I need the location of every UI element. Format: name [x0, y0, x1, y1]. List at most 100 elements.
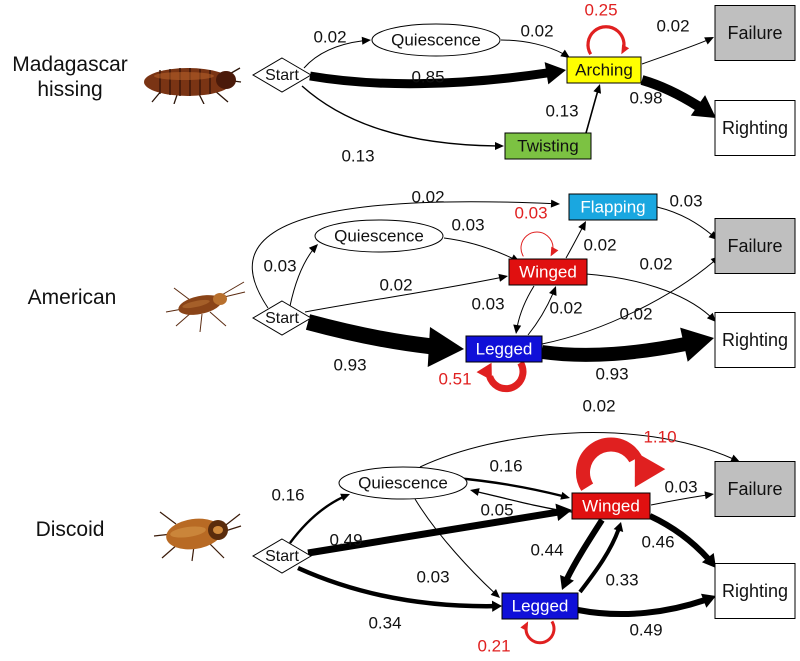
- edge-arrowhead: [550, 246, 559, 257]
- edge-path: [289, 492, 351, 544]
- edge-path: [650, 493, 715, 506]
- node-label: Twisting: [517, 136, 578, 155]
- node-label: Start: [265, 548, 299, 565]
- edge-winged-to-winged: 1.10: [576, 427, 677, 491]
- edge-arrowhead: [700, 593, 716, 608]
- edge-arrowhead: [308, 244, 318, 254]
- edge-arrowhead: [550, 199, 560, 208]
- node-winged: Winged: [508, 258, 588, 286]
- self-loop-path: [524, 620, 556, 645]
- edge-winged-to-legged: 0.03: [471, 285, 535, 335]
- self-loop-path: [586, 25, 626, 56]
- transition-probability-label: 0.85: [411, 67, 444, 86]
- edge-start-to-quiescence: 0.16: [271, 485, 351, 544]
- edge-start-to-twisting: 0.13: [301, 85, 505, 165]
- transition-probability-label: 0.02: [582, 396, 615, 415]
- edge-arrowhead: [560, 49, 570, 58]
- node-label: Start: [265, 310, 299, 327]
- edge-path: [303, 39, 372, 69]
- node-shape: [714, 218, 796, 274]
- edge-path: [578, 521, 623, 594]
- edge-start-to-legged: 0.34: [297, 565, 503, 632]
- node-label: Righting: [722, 581, 788, 601]
- transition-probability-label: 0.02: [549, 298, 582, 317]
- edge-arrowhead: [560, 491, 570, 500]
- node-righting: Righting: [714, 563, 796, 619]
- edge-path: [640, 75, 719, 123]
- transition-probability-label: 0.21: [477, 636, 510, 655]
- edge-arrowhead: [680, 327, 714, 362]
- node-shape: [504, 132, 592, 160]
- transition-probability-label: 0.02: [619, 304, 652, 323]
- transition-probability-label: 0.13: [341, 146, 374, 165]
- node-twisting: Twisting: [504, 132, 592, 160]
- edge-legged-to-righting: 0.49: [577, 593, 718, 639]
- transition-probability-label: 0.02: [379, 275, 412, 294]
- self-loop-path: [485, 360, 527, 393]
- node-label: Winged: [582, 496, 640, 515]
- node-shape: [714, 461, 796, 517]
- species-label-american: American: [12, 285, 132, 310]
- self-loop-path: [520, 231, 554, 257]
- edge-quiescence-to-legged: 0.03: [414, 498, 501, 599]
- node-shape: [568, 193, 658, 221]
- node-label: Failure: [727, 236, 782, 256]
- edge-arrowhead: [513, 324, 522, 334]
- node-start: Start: [252, 538, 312, 574]
- edges: 0.160.160.050.020.490.030.341.100.030.44…: [271, 396, 741, 655]
- transition-probability-label: 0.02: [583, 235, 616, 254]
- node-shape: [252, 57, 312, 93]
- node-failure: Failure: [714, 461, 796, 517]
- edge-arrowhead: [560, 574, 574, 590]
- edge-path: [527, 285, 557, 336]
- node-label: Legged: [476, 339, 533, 358]
- edge-winged-to-flapping: 0.02: [565, 220, 617, 259]
- node-flapping: Flapping: [568, 193, 658, 221]
- nodes: StartQuiescenceArchingTwistingFailureRig…: [252, 5, 796, 160]
- edge-winged-to-righting: 0.46: [641, 513, 719, 570]
- edge-arrowhead: [704, 491, 714, 500]
- node-label: Quiescence: [391, 30, 481, 49]
- edge-arrowhead: [578, 221, 586, 231]
- node-label: Winged: [519, 262, 577, 281]
- edge-path: [307, 506, 573, 557]
- edge-arrowhead: [549, 286, 557, 296]
- edge-arrowhead: [340, 493, 350, 502]
- edge-winged-to-winged: 0.03: [514, 203, 559, 257]
- edge-start-to-flapping: 0.02: [251, 187, 561, 309]
- transition-probability-label: 0.02: [656, 16, 689, 35]
- node-label: Legged: [512, 596, 569, 615]
- node-label: Failure: [727, 23, 782, 43]
- panel-3: 0.160.160.050.020.490.030.341.100.030.44…: [252, 396, 796, 655]
- edge-path: [443, 237, 521, 263]
- edge-arrowhead: [704, 37, 714, 45]
- node-shape: [252, 538, 312, 574]
- node-righting: Righting: [714, 100, 796, 156]
- node-label: Righting: [722, 118, 788, 138]
- edge-arrowhead: [634, 451, 666, 488]
- edge-arching-to-failure: 0.02: [641, 16, 715, 65]
- node-quiescence: Quiescence: [371, 23, 501, 57]
- species-label-discoid: Discoid: [15, 517, 125, 542]
- transition-probability-label: 0.93: [595, 364, 628, 383]
- edge-arrowhead: [470, 488, 480, 496]
- transition-probability-label: 0.33: [605, 570, 638, 589]
- edge-start-to-winged: 0.02: [304, 273, 509, 313]
- edge-path: [301, 85, 505, 147]
- edge-quiescence-to-arching: 0.02: [500, 21, 571, 59]
- edge-legged-to-righting: 0.93: [541, 327, 716, 383]
- species-label-line-1: Discoid: [35, 518, 105, 541]
- species-label-line-1: Madagascar: [12, 53, 128, 76]
- node-shape: [571, 492, 651, 520]
- transition-probability-label: 0.49: [329, 530, 362, 549]
- transition-probability-label: 0.03: [664, 477, 697, 496]
- edge-start-to-winged: 0.49: [307, 503, 573, 557]
- edge-quiescence-to-winged: 0.03: [443, 215, 521, 263]
- edge-arrowhead: [613, 522, 624, 533]
- transition-probability-label: 0.16: [271, 485, 304, 504]
- edge-arrowhead: [706, 312, 716, 322]
- edge-path: [455, 476, 571, 500]
- node-shape: [338, 466, 468, 500]
